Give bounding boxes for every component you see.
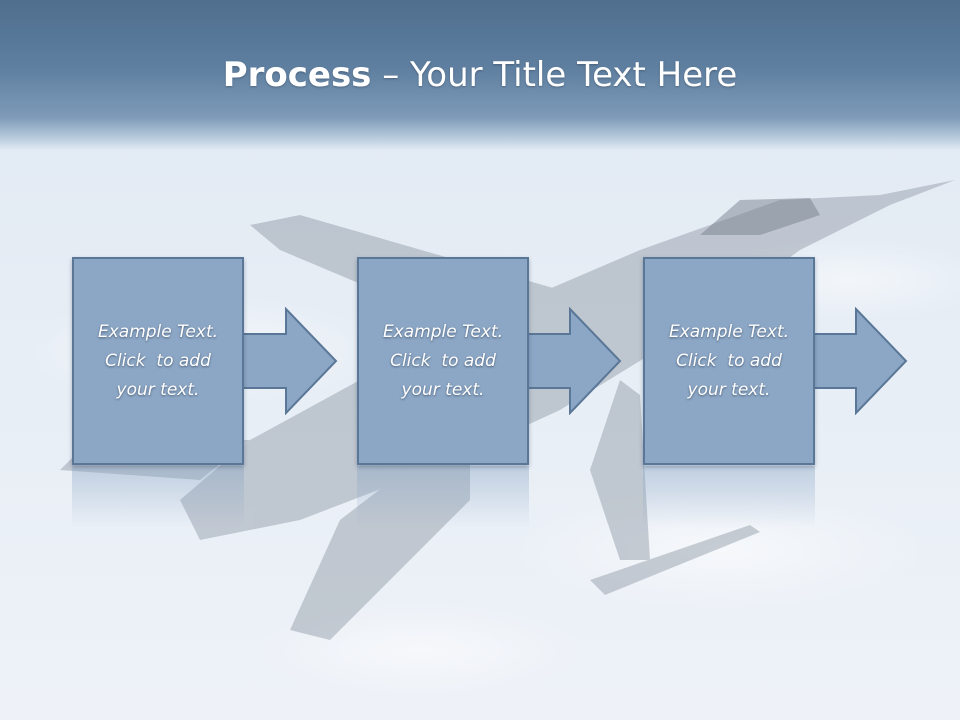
step-2-line-1: Example Text. [382,321,504,342]
step-3-line-1: Example Text. [668,321,790,342]
process-step-3[interactable]: Example Text. Click to add your text. [643,257,815,465]
step-2-text: Example Text. Click to add your text. [373,318,513,405]
step-1-text: Example Text. Click to add your text. [88,318,228,405]
box-reflection [72,466,244,528]
step-1-line-2: Click to add [105,350,211,371]
title-bar [0,0,960,150]
process-step-2[interactable]: Example Text. Click to add your text. [357,257,529,465]
box-reflection [357,466,529,528]
step-1-line-1: Example Text. [97,321,219,342]
title-bold-text: Process [222,55,372,95]
process-step-1[interactable]: Example Text. Click to add your text. [72,257,244,465]
step-3-line-2: Click to add [676,350,782,371]
slide-title[interactable]: Process – Your Title Text Here [0,52,960,98]
step-3-text: Example Text. Click to add your text. [659,318,799,405]
box-reflection [643,466,815,528]
step-2-line-2: Click to add [390,350,496,371]
right-arrow-icon [522,307,622,415]
step-3-line-3: your text. [687,379,771,400]
step-2-line-3: your text. [401,379,485,400]
right-arrow-icon [808,307,908,415]
title-rest-text: – Your Title Text Here [371,55,738,95]
step-1-line-3: your text. [116,379,200,400]
right-arrow-icon [238,307,338,415]
